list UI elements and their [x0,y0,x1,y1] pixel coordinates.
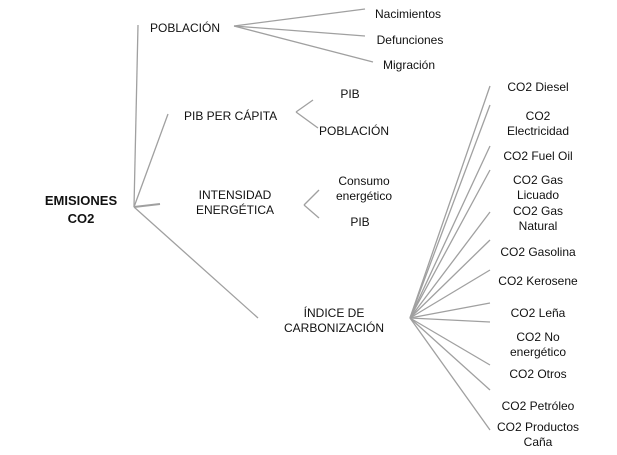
carbonizacion-connector [409,317,491,323]
co2-leaf: CO2 Diesel [484,80,592,95]
co2-leaf-line1: CO2 Diesel [507,80,569,94]
carbonizacion-connector [409,317,491,366]
poblacion-to-nacimientos [233,8,366,27]
co2-leaf-line1: CO2 Gasolina [500,245,576,259]
co2-leaf-line1: CO2 No [516,330,560,344]
intensidad-to-pib [303,204,320,219]
co2-leaf-line2: Electricidad [506,124,570,138]
intensidad-to-consumo [303,189,320,206]
root-label-line1: EMISIONES [44,193,118,208]
root-bracket-upper [133,24,139,208]
poblacion-to-defunciones [233,25,366,37]
root-to-carbonizacion [133,206,259,319]
co2-leaf-line1: CO2 Kerosene [498,274,578,288]
co2-leaf-line1: CO2 Gas [512,204,563,218]
co2-leaf-line1: CO2 Otros [509,367,567,381]
carbonizacion-connector [409,104,491,319]
co2-leaf-line1: CO2 Leña [510,306,566,320]
co2-leaf-line2: Natural [518,219,558,233]
carbonizacion-connector [409,269,491,319]
co2-leaf-line2: Caña [523,435,553,449]
carbonizacion-connector [409,317,491,431]
carbonizacion-connector [409,169,491,319]
carbonizacion-connector [409,145,491,319]
node-migracion: Migración [382,58,436,72]
root-to-intensidad [133,203,161,208]
co2-leaf-line2: energético [509,345,567,359]
co2-leaf-line1: CO2 Gas [512,173,563,187]
node-poblacion: POBLACIÓN [150,21,221,35]
co2-leaf: CO2 Fuel Oil [484,149,592,164]
pib-per-capita-to-pib [295,99,314,113]
carbonizacion-connector [409,85,491,319]
co2-leaf: CO2 Otros [484,367,592,382]
node-defunciones: Defunciones [376,33,444,47]
node-poblacion-2: POBLACIÓN [318,124,390,138]
co2-leaf-line2: Licuado [516,188,560,202]
carbonizacion-connector [409,317,491,391]
consumo-line2: energético [335,189,393,203]
intensidad-line2: ENERGÉTICA [195,203,274,217]
co2-leaf-line1: CO2 Petróleo [501,399,575,413]
root-node: EMISIONES CO2 [36,192,126,228]
co2-leaf: CO2 Leña [484,306,592,321]
carbonizacion-connector [409,302,491,319]
carbonizacion-fan [409,85,491,431]
co2-leaf-line1: CO2 Fuel Oil [503,149,573,163]
co2-leaf: CO2 Kerosene [484,274,592,289]
node-pib-1: PIB [340,87,360,101]
co2-leaf: CO2 Gasolina [484,245,592,260]
connector-lines [133,8,491,431]
co2-leaf-line1: CO2 Productos [496,420,580,434]
carbonizacion-connector [409,239,491,319]
pib-per-capita-to-poblacion [295,111,319,129]
co2-leaf: CO2 Petróleo [484,399,592,414]
root-to-pib-per-capita [133,113,169,208]
node-pib-2: PIB [350,215,370,229]
node-nacimientos: Nacimientos [374,7,442,21]
co2-leaf-line1: CO2 [525,109,551,123]
consumo-line1: Consumo [338,174,390,188]
node-pib-per-capita: PIB PER CÁPITA [184,109,278,123]
intensidad-line1: INTENSIDAD [198,188,272,202]
node-carbonizacion: ÍNDICE DE CARBONIZACIÓN [272,306,396,336]
poblacion-to-migracion [233,25,374,63]
node-intensidad: INTENSIDAD ENERGÉTICA [183,188,287,218]
node-consumo-energetico: Consumo energético [322,174,406,204]
root-label-line2: CO2 [67,211,95,226]
carbonizacion-connector [409,211,491,319]
carbonizacion-line1: ÍNDICE DE [303,306,365,320]
carbonizacion-line2: CARBONIZACIÓN [283,321,384,335]
